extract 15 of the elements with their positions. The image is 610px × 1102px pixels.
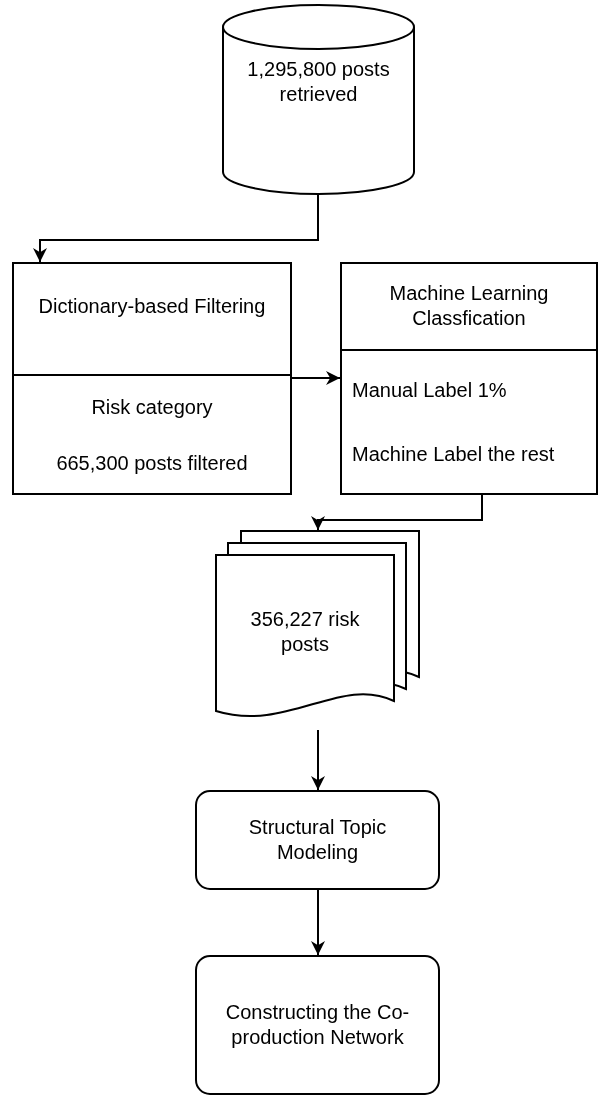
node-text: 356,227 risk posts <box>249 607 361 657</box>
box-text: Risk category <box>91 394 213 420</box>
node-text: Constructing the Co-production Network <box>224 1000 411 1050</box>
box-text: Machine Label the rest <box>352 442 555 468</box>
arrow <box>311 729 325 791</box>
node-text: 1,295,800 posts retrieved <box>246 57 391 107</box>
arrow <box>33 194 319 263</box>
node-text: Structural Topic Modeling <box>247 815 388 865</box>
arrow <box>311 494 483 531</box>
box-text: Manual Label 1% <box>352 377 507 403</box>
box-heading: Dictionary-based Filtering <box>38 293 266 319</box>
arrow <box>311 889 325 956</box>
box-text: 665,300 posts filtered <box>56 450 248 476</box>
box-heading: Machine Learning Classfication <box>388 281 550 331</box>
arrow <box>291 371 341 385</box>
